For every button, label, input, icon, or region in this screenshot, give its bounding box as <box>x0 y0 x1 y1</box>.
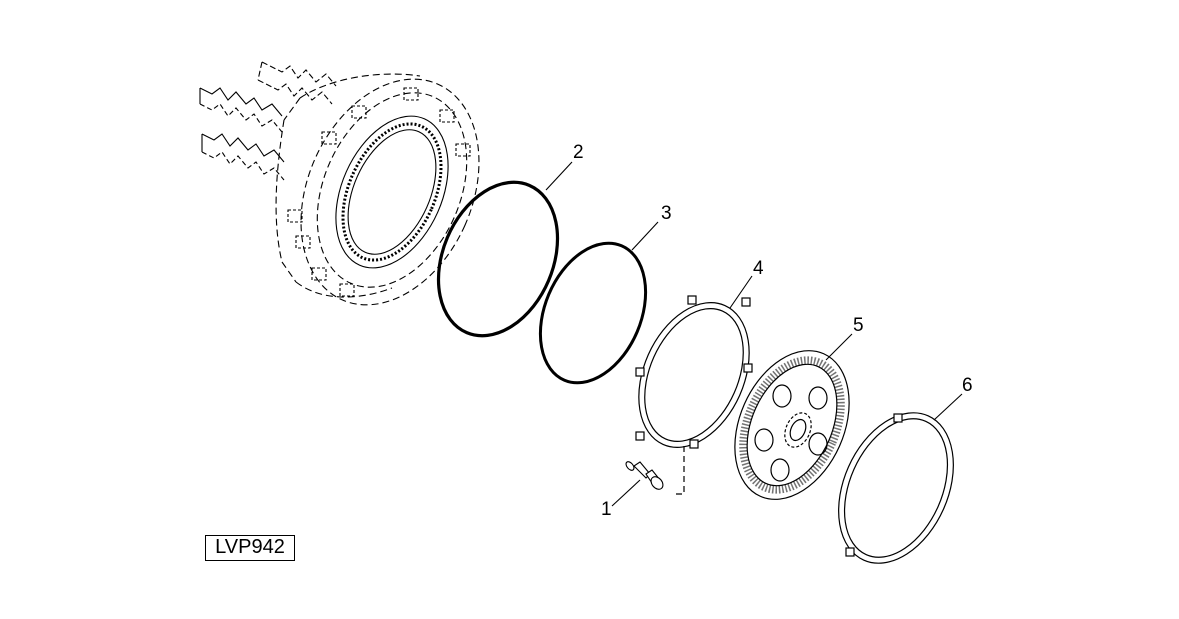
callout-1: 1 <box>601 499 612 520</box>
shaft-middle <box>199 87 283 133</box>
callout-5: 5 <box>853 315 864 336</box>
part-6-steel-plate <box>838 412 954 564</box>
leader-lines <box>545 161 963 507</box>
leader-3 <box>631 221 659 251</box>
housing-assembly <box>199 61 480 306</box>
leader-5 <box>825 333 853 361</box>
shaft-lower <box>201 133 285 181</box>
leader-2 <box>545 161 573 191</box>
housing-internal-spline <box>335 115 449 269</box>
part-4-separator-plate <box>635 295 753 495</box>
leader-6 <box>933 393 963 421</box>
part-2-o-ring <box>436 180 560 338</box>
part-5-friction-disc <box>734 350 850 500</box>
housing-body <box>275 73 480 306</box>
housing-bolt-bosses <box>287 87 471 297</box>
callout-2: 2 <box>573 142 584 163</box>
leader-1 <box>611 479 641 507</box>
callout-6: 6 <box>962 375 973 396</box>
figure-reference-code: LVP942 <box>205 535 295 561</box>
callout-labels: 1 2 3 4 5 6 <box>573 142 973 520</box>
callout-3: 3 <box>661 203 672 224</box>
shaft-upper <box>257 61 337 105</box>
leader-4 <box>729 275 753 309</box>
part-1-pin <box>625 461 664 490</box>
callout-4: 4 <box>753 258 764 279</box>
part-3-o-ring <box>538 241 648 385</box>
